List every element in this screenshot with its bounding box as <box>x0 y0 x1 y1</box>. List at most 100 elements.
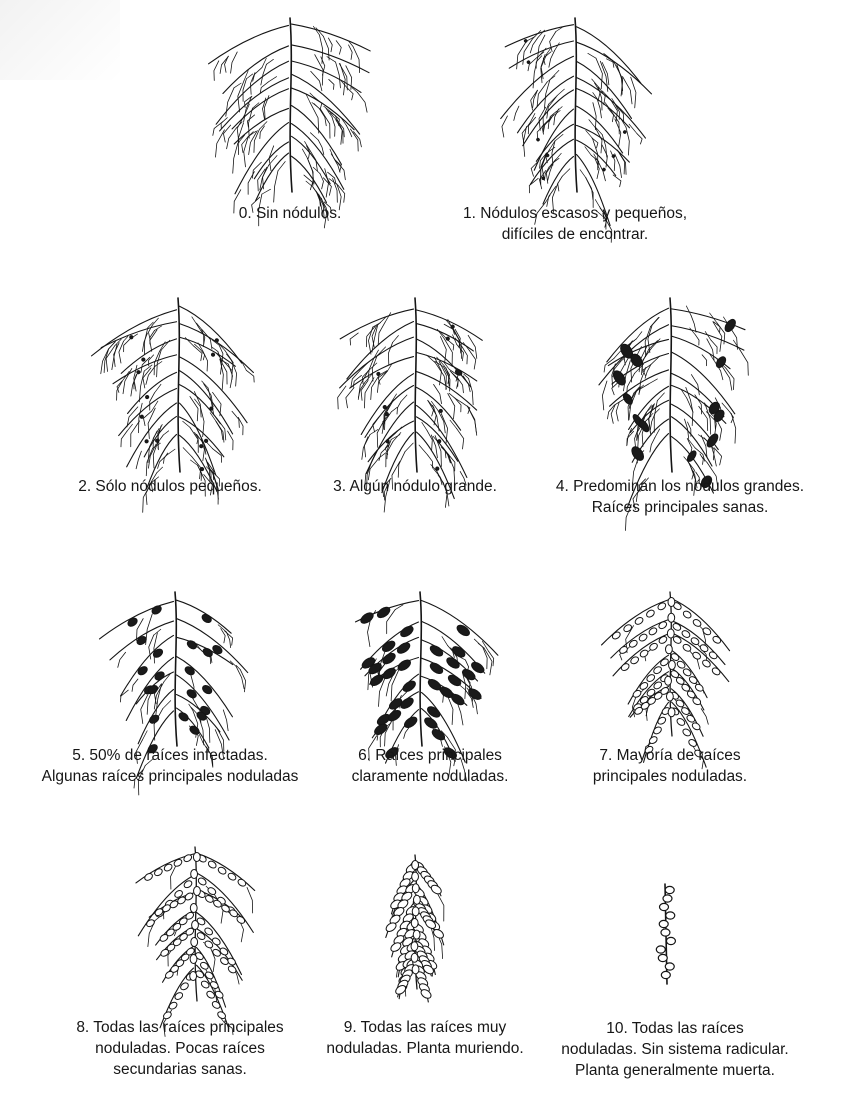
nodule <box>163 863 173 873</box>
root-system-7-illustration <box>585 590 755 740</box>
nodule <box>618 645 628 655</box>
nodule <box>201 613 213 624</box>
nodule <box>430 727 446 742</box>
nodule <box>659 920 668 927</box>
root-lines <box>209 18 371 228</box>
nodule <box>186 688 198 699</box>
nodule <box>194 887 201 896</box>
nodule <box>645 609 655 619</box>
nodule <box>201 684 213 695</box>
caption-line: secundarias sanas. <box>40 1059 320 1080</box>
root-system-9-illustration <box>360 853 470 993</box>
caption-line: Raíces principales sanas. <box>530 497 830 518</box>
stage-0-caption: 0. Sin nódulos. <box>180 203 400 224</box>
nodule <box>451 645 467 660</box>
caption-line: 4. Predominan los nódulos grandes. <box>530 476 830 497</box>
nodule <box>204 894 214 904</box>
nodule <box>542 176 546 180</box>
nodule <box>190 904 197 913</box>
nodule <box>668 613 675 622</box>
nodule <box>211 352 215 356</box>
nodule <box>219 956 229 966</box>
nodule <box>136 370 140 374</box>
root-system-4-illustration <box>580 296 760 476</box>
nodule <box>190 955 197 964</box>
stage-8-caption: 8. Todas las raíces principales nodulada… <box>40 1017 320 1080</box>
nodule <box>359 611 375 626</box>
nodule <box>661 929 670 936</box>
root-system-3-illustration <box>325 296 505 476</box>
nodule <box>428 644 444 659</box>
nodule <box>527 60 531 64</box>
stage-6-caption: 6. Raíces principales claramente nodulad… <box>315 745 545 787</box>
stage-7-caption: 7. Mayoría de raíces principales nodulad… <box>550 745 790 787</box>
root-system-10-illustration <box>640 880 690 990</box>
nodule <box>668 708 675 717</box>
nodule <box>611 631 621 641</box>
nodule <box>666 692 673 701</box>
nodule <box>692 618 702 628</box>
nodule <box>144 439 148 443</box>
nodule <box>191 938 198 947</box>
caption-line: 9. Todas las raíces muy <box>305 1017 545 1038</box>
stage-9: 9. Todas las raíces muy noduladas. Plant… <box>355 845 495 1085</box>
nodule <box>413 895 420 904</box>
nodule <box>667 629 674 638</box>
caption-line: 5. 50% de raíces infectadas. <box>20 745 320 766</box>
nodule <box>145 918 155 928</box>
nodule <box>524 39 528 43</box>
nodule <box>399 624 415 639</box>
nodule <box>708 650 718 660</box>
caption-line: noduladas. Sin sistema radicular. <box>545 1039 805 1060</box>
caption-line: noduladas. Pocas raíces <box>40 1038 320 1059</box>
nodule <box>412 907 419 916</box>
nodule <box>396 641 412 656</box>
nodule <box>412 861 419 870</box>
nodule <box>153 670 165 681</box>
nodule <box>177 711 189 722</box>
nodule <box>692 651 702 661</box>
nodule <box>546 154 550 158</box>
caption-line: 1. Nódulos escasos y pequeños, <box>430 203 720 224</box>
nodule <box>665 676 672 685</box>
stage-9-caption: 9. Todas las raíces muy noduladas. Plant… <box>305 1017 545 1059</box>
nodule <box>153 867 163 877</box>
nodule <box>682 643 692 653</box>
nodule <box>665 963 674 970</box>
nodule <box>376 372 380 376</box>
stage-2-caption: 2. Sólo nódulos pequeños. <box>40 476 300 497</box>
scan-shadow <box>0 0 120 80</box>
stage-5-caption: 5. 50% de raíces infectadas. Algunas raí… <box>20 745 320 787</box>
nodule <box>446 336 450 340</box>
caption-line: principales noduladas. <box>550 766 790 787</box>
nodule <box>211 1000 221 1010</box>
root-system-5-illustration <box>90 590 260 750</box>
nodule <box>204 439 208 443</box>
stage-4-caption: 4. Predominan los nódulos grandes. Raíce… <box>530 476 830 518</box>
nodule <box>711 667 721 677</box>
nodule <box>211 644 223 655</box>
caption-line: 10. Todas las raíces <box>545 1018 805 1039</box>
nodule <box>413 930 420 939</box>
nodule <box>137 665 149 676</box>
stage-10: 10. Todas las raíces noduladas. Sin sist… <box>640 880 700 1090</box>
nodule <box>663 895 672 902</box>
stage-5: 5. 50% de raíces infectadas. Algunas raí… <box>85 590 285 830</box>
nodule <box>682 668 692 678</box>
nodule <box>143 872 153 882</box>
nodule <box>184 665 196 676</box>
nodule <box>227 872 237 882</box>
nodule <box>686 714 696 724</box>
nodules <box>656 886 675 978</box>
nodule <box>209 980 219 990</box>
stage-7: 7. Mayoría de raíces principales nodulad… <box>580 590 780 830</box>
stage-3: 3. Algún nódulo grande. <box>320 292 520 532</box>
nodule <box>204 971 214 981</box>
stage-6: 6. Raíces principales claramente nodulad… <box>335 590 535 830</box>
nodule <box>657 601 667 611</box>
stage-0: 0. Sin nódulos. <box>190 10 390 250</box>
caption-line: 0. Sin nódulos. <box>180 203 400 224</box>
nodule <box>657 716 667 726</box>
nodule <box>658 635 668 645</box>
